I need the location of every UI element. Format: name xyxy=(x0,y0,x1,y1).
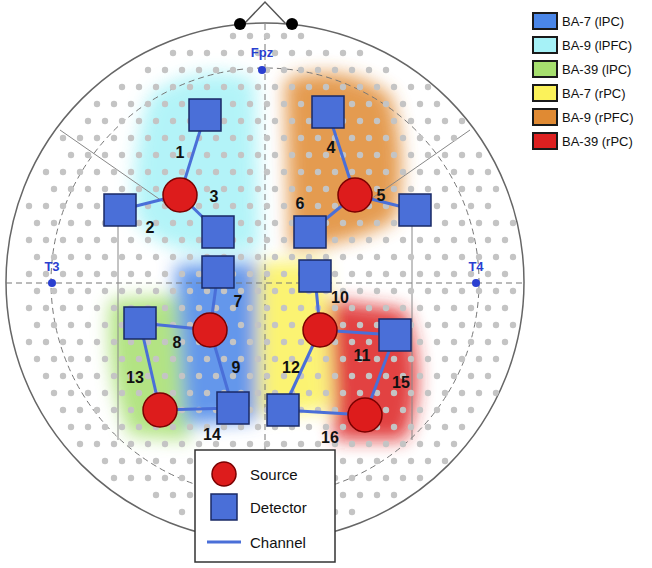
legend-swatch xyxy=(532,36,558,54)
channel-number: 13 xyxy=(126,370,144,386)
channel-number: 6 xyxy=(296,196,305,212)
channel-number: 4 xyxy=(327,140,336,156)
fiducial-dot xyxy=(234,18,246,30)
legend-swatch xyxy=(532,84,558,102)
channel-number: 14 xyxy=(203,427,221,443)
channel-lines xyxy=(120,112,415,415)
channel-number: 16 xyxy=(321,430,339,446)
legend-swatch xyxy=(532,108,558,126)
legend-swatch xyxy=(532,12,558,30)
channel-number: 1 xyxy=(176,145,185,161)
channel-sample xyxy=(207,541,241,544)
channel-number: 11 xyxy=(354,348,371,364)
fiducial-dot xyxy=(286,18,298,30)
channel-number: 5 xyxy=(377,188,386,204)
legend-text: BA-7 (rPC) xyxy=(562,87,626,100)
legend-text: BA-39 (rPC) xyxy=(562,135,633,148)
source-sample xyxy=(212,462,236,486)
legend-swatch xyxy=(532,132,558,150)
channel-number: 12 xyxy=(282,360,300,376)
channel-number: 15 xyxy=(392,375,410,391)
brain-regions xyxy=(109,73,417,440)
legend-text: Detector xyxy=(250,500,307,515)
channel-number: 10 xyxy=(331,290,349,306)
legend-text: BA-9 (lPFC) xyxy=(562,39,632,52)
legend-text: BA-7 (lPC) xyxy=(562,15,624,28)
channel-number: 2 xyxy=(146,220,155,236)
channel-number: 8 xyxy=(173,335,182,351)
channel-number: 7 xyxy=(234,294,243,310)
legend-box xyxy=(195,450,335,562)
legend-text: BA-39 (lPC) xyxy=(562,63,631,76)
legend-text: BA-9 (rPFC) xyxy=(562,111,634,124)
channel-number: 3 xyxy=(210,189,219,205)
source-circles xyxy=(143,178,382,432)
nose xyxy=(244,2,286,24)
legend-swatch xyxy=(532,60,558,78)
electrode-label: T3 xyxy=(44,260,59,273)
electrode-label: Fpz xyxy=(251,46,273,59)
legend-text: Channel xyxy=(250,535,306,550)
detector-sample xyxy=(211,494,237,520)
channel-number: 9 xyxy=(232,360,241,376)
legend-text: Source xyxy=(250,467,298,482)
detector-squares xyxy=(104,96,431,426)
electrode-label: T4 xyxy=(468,260,483,273)
